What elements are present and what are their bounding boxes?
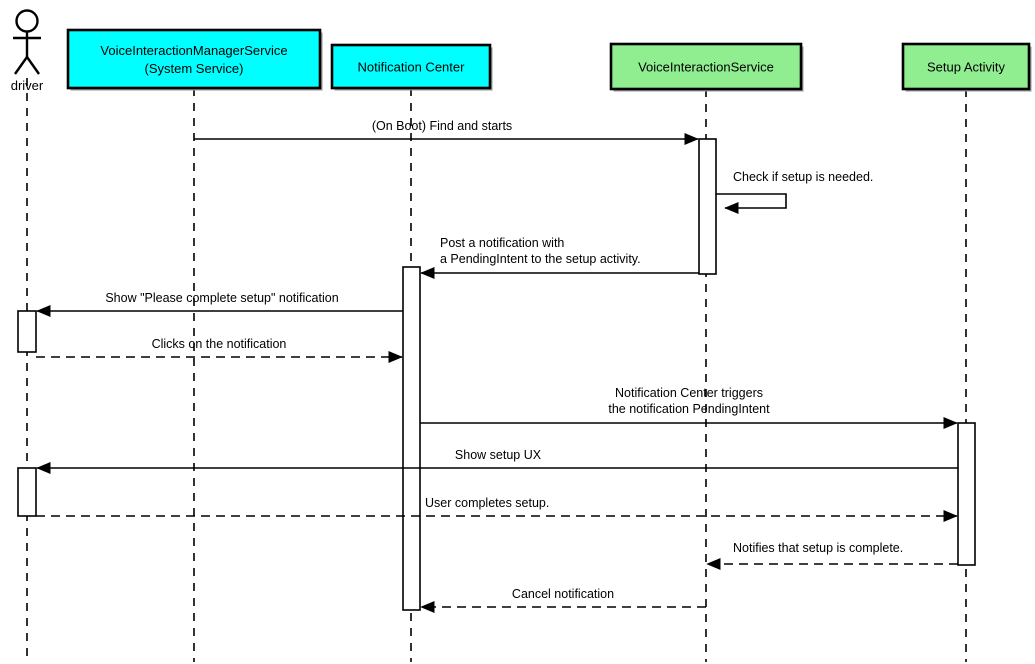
participant-box-rect <box>901 42 1031 91</box>
message-m10[interactable]: Cancel notification <box>420 587 706 614</box>
message-label-m6: the notification PendingIntent <box>608 402 770 416</box>
message-label-m7: Show setup UX <box>455 448 542 462</box>
participant-box-rect <box>609 42 803 91</box>
message-m7[interactable]: Show setup UX <box>36 448 958 475</box>
activation-bar-vis <box>698 138 717 275</box>
actor-leg-left-icon <box>14 56 28 75</box>
actor-leg-right-icon <box>26 56 40 75</box>
message-m6[interactable]: Notification Center triggers the notifica… <box>420 386 958 430</box>
message-label-m4: Show "Please complete setup" notificatio… <box>105 291 338 305</box>
message-label-m3: Post a notification with <box>440 236 564 250</box>
message-m9[interactable]: Notifies that setup is complete. <box>706 541 958 571</box>
actor-head-icon <box>15 9 39 33</box>
participant-label-setup: Setup Activity <box>927 60 1006 75</box>
lifelines-group <box>26 78 967 662</box>
participant-headers-group: driver VoiceInteractionManagerService (Sys… <box>11 9 1032 93</box>
message-label-m10: Cancel notification <box>512 587 614 601</box>
message-label-m9: Notifies that setup is complete. <box>733 541 903 555</box>
participant-label-vims: (System Service) <box>145 61 244 76</box>
message-m4[interactable]: Show "Please complete setup" notificatio… <box>36 291 403 318</box>
participant-box-rect <box>330 43 492 90</box>
message-label-m6: Notification Center triggers <box>615 386 763 400</box>
actor-label-driver: driver <box>11 78 44 93</box>
message-label-m2: Check if setup is needed. <box>733 170 873 184</box>
activation-bars-group <box>17 138 976 611</box>
message-m3[interactable]: Post a notification with a PendingIntent … <box>420 236 699 280</box>
activation-bar-nc <box>402 266 421 611</box>
participant-box-setup[interactable]: Setup Activity <box>901 42 1032 92</box>
participant-box-nc[interactable]: Notification Center <box>330 43 493 91</box>
message-label-m1: (On Boot) Find and starts <box>372 119 512 133</box>
message-m1[interactable]: (On Boot) Find and starts <box>194 119 699 146</box>
participant-label-nc: Notification Center <box>358 60 466 75</box>
message-label-m8: User completes setup. <box>425 496 549 510</box>
activation-bar-setup <box>957 422 976 566</box>
message-arrow-self <box>716 193 787 215</box>
activation-bar-driver <box>17 467 37 517</box>
activation-bar-driver <box>17 310 37 353</box>
participant-box-vis[interactable]: VoiceInteractionService <box>609 42 804 92</box>
message-m2[interactable]: Check if setup is needed. <box>716 170 873 215</box>
participant-label-vims: VoiceInteractionManagerService <box>100 43 287 58</box>
actor-driver: driver <box>11 9 44 93</box>
message-m5[interactable]: Clicks on the notification <box>36 337 403 364</box>
message-label-m5: Clicks on the notification <box>152 337 287 351</box>
message-m8[interactable]: User completes setup. <box>36 496 958 523</box>
participant-box-rect <box>66 28 322 90</box>
participant-box-vims[interactable]: VoiceInteractionManagerService (System Se… <box>66 28 323 91</box>
message-label-m3: a PendingIntent to the setup activity. <box>440 252 641 266</box>
participant-label-vis: VoiceInteractionService <box>638 60 774 75</box>
